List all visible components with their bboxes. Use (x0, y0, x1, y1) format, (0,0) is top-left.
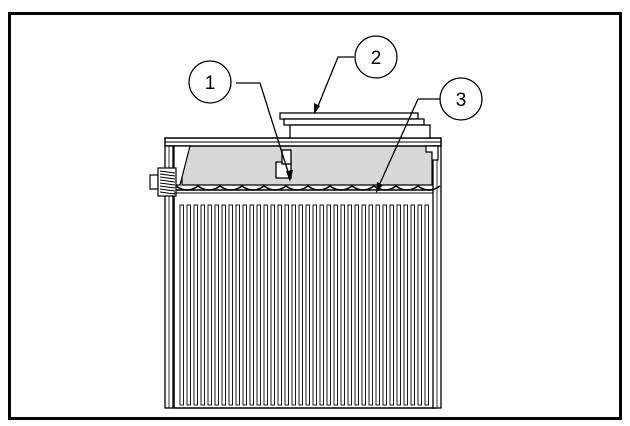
fitting-thread (159, 176, 176, 180)
callout-circle-3 (439, 77, 483, 121)
callout-label-3: 3 (456, 90, 467, 111)
fitting-thread (159, 170, 176, 174)
fin (263, 204, 268, 406)
fin (242, 204, 247, 406)
fin (186, 204, 191, 406)
fin (347, 204, 352, 406)
fin (389, 204, 394, 406)
fin (235, 204, 240, 406)
fin (326, 204, 331, 406)
leader-line-1 (236, 82, 291, 179)
coolant-surface (175, 185, 441, 191)
fin (207, 204, 212, 406)
fin (284, 204, 289, 406)
fitting-thread (159, 182, 176, 186)
right-bracket (425, 145, 439, 161)
filler-cap (279, 112, 419, 120)
callout-circle-2 (354, 35, 398, 79)
fin (354, 204, 359, 406)
leader-line-2 (315, 56, 354, 112)
fin (375, 204, 380, 406)
fin (333, 204, 338, 406)
fin (193, 204, 198, 406)
fin (417, 204, 422, 406)
radiator-fins (179, 204, 429, 406)
fin (319, 204, 324, 406)
fin (277, 204, 282, 406)
fin (368, 204, 373, 406)
fitting-thread (159, 191, 176, 195)
drain-fitting (149, 167, 177, 197)
fin (424, 204, 429, 406)
fin (382, 204, 387, 406)
fin (256, 204, 261, 406)
fitting-thread (159, 173, 176, 177)
fin (270, 204, 275, 406)
leader-arrow-3 (376, 182, 383, 193)
fin (200, 204, 205, 406)
fin (298, 204, 303, 406)
fin (214, 204, 219, 406)
callout-label-2: 2 (371, 48, 382, 69)
leader-line-3 (376, 98, 440, 191)
filler-neck (289, 124, 431, 139)
fin (305, 204, 310, 406)
fin (410, 204, 415, 406)
leader-arrow-2 (314, 103, 320, 114)
fin (361, 204, 366, 406)
filler-cap-seal (283, 118, 425, 126)
fitting-thread (159, 179, 176, 183)
fitting-thread (159, 185, 176, 189)
fin (221, 204, 226, 406)
fin (396, 204, 401, 406)
fitting-thread (159, 188, 176, 192)
fin (312, 204, 317, 406)
callout-label-1: 1 (205, 73, 216, 94)
leader-arrow-1 (286, 170, 293, 182)
fin (291, 204, 296, 406)
fin (340, 204, 345, 406)
fin (403, 204, 408, 406)
fin (228, 204, 233, 406)
fin (179, 204, 184, 406)
fin (249, 204, 254, 406)
callout-circle-1 (188, 60, 232, 104)
